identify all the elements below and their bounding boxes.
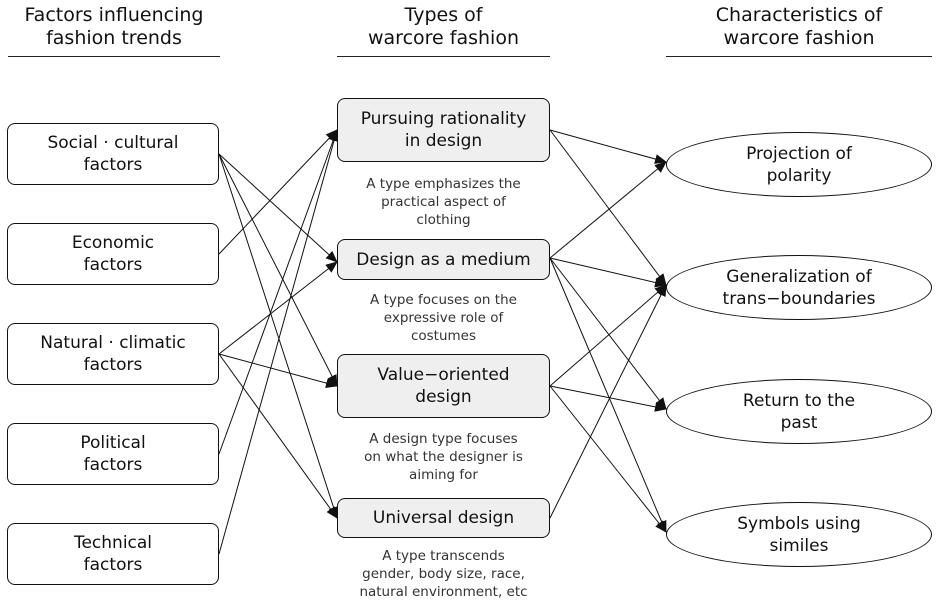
type-description-line: aiming for [409, 467, 478, 483]
type-description-line: natural environment, etc [359, 584, 528, 600]
arrow-factor-to-type [218, 129, 339, 555]
header-factors-rule [8, 56, 220, 57]
characteristic-return-to-past: Return to the past [666, 379, 932, 444]
type-label-line-2: in design [404, 131, 483, 151]
characteristic-label-line-1: Return to the [742, 390, 856, 411]
factor-label-line-2: factors [83, 255, 143, 275]
characteristic-label-line-1: Symbols using [737, 513, 861, 534]
arrow-type-to-characteristic [549, 284, 667, 387]
characteristic-label-line-1: Generalization of [726, 266, 872, 287]
type-description-line: expressive role of [383, 310, 504, 326]
factor-label-line-2: factors [83, 555, 143, 575]
arrow-type-to-characteristic [549, 257, 667, 410]
characteristic-symbols-using-similes: Symbols using similes [666, 502, 932, 567]
arrow-type-to-characteristic [549, 257, 667, 533]
header-factors-line-1: Factors influencing [24, 4, 204, 26]
type-description-pursuing-rationality: A type emphasizes the practical aspect o… [337, 175, 550, 229]
arrow-factor-to-type [218, 153, 338, 387]
type-pursuing-rationality: Pursuing rationality in design [337, 98, 550, 162]
type-design-as-medium: Design as a medium [337, 239, 550, 280]
header-characteristics-rule [666, 56, 932, 57]
type-description-line: gender, body size, race, [362, 566, 525, 582]
factor-political: Political factors [7, 423, 219, 485]
characteristic-label-line-2: trans−boundaries [722, 288, 876, 309]
arrow-factor-to-type [218, 353, 338, 519]
type-description-design-as-medium: A type focuses on the expressive role of… [337, 291, 550, 345]
factor-natural-climatic: Natural · climatic factors [7, 323, 219, 385]
type-label-line-1: Value−oriented [377, 365, 510, 385]
characteristic-label-line-2: past [780, 412, 818, 433]
arrow-type-to-characteristic [549, 257, 667, 288]
type-label-line-1: Design as a medium [356, 249, 531, 270]
type-label-line-2: design [415, 387, 472, 407]
factor-technical: Technical factors [7, 523, 219, 585]
factor-label-line-1: Technical [73, 533, 153, 553]
characteristic-label-line-1: Projection of [746, 143, 852, 164]
header-factors: Factors influencing fashion trends [8, 4, 220, 50]
type-description-line: A type transcends [382, 548, 505, 564]
arrow-factor-to-type [218, 353, 338, 388]
factor-label-line-2: factors [83, 455, 143, 475]
type-description-line: A type focuses on the [370, 292, 517, 308]
header-types: Types of warcore fashion [337, 4, 550, 50]
type-description-value-oriented: A design type focuses on what the design… [337, 430, 550, 484]
type-universal-design: Universal design [337, 498, 550, 538]
arrow-type-to-characteristic [549, 129, 667, 286]
header-types-rule [337, 56, 550, 57]
factor-label-line-1: Political [80, 433, 146, 453]
characteristic-label-line-2: similes [769, 535, 829, 556]
header-characteristics: Characteristics of warcore fashion [666, 4, 932, 50]
header-characteristics-line-1: Characteristics of [715, 4, 883, 26]
type-description-line: costumes [410, 328, 477, 344]
header-factors-line-2: fashion trends [46, 27, 182, 49]
type-description-line: practical aspect of [381, 194, 506, 210]
factor-label-line-1: Economic [71, 233, 155, 253]
type-description-universal-design: A type transcends gender, body size, rac… [337, 547, 550, 601]
type-description-line: on what the designer is [364, 449, 523, 465]
arrow-factor-to-type [218, 129, 338, 455]
factor-social-cultural: Social · cultural factors [7, 123, 219, 185]
type-label-line-1: Universal design [372, 508, 515, 528]
arrow-type-to-characteristic [549, 284, 667, 519]
characteristic-projection-of-polarity: Projection of polarity [666, 132, 932, 197]
type-label-line-1: Pursuing rationality [360, 109, 527, 129]
type-value-oriented: Value−oriented design [337, 354, 550, 418]
header-types-line-1: Types of [404, 4, 483, 26]
header-types-line-2: warcore fashion [368, 27, 519, 49]
characteristic-label-line-2: polarity [766, 165, 832, 186]
arrow-type-to-characteristic [549, 385, 667, 533]
arrow-factor-to-type [218, 261, 338, 355]
type-description-line: A type emphasizes the [366, 176, 521, 192]
arrow-factor-to-type [218, 153, 339, 519]
arrow-factor-to-type [218, 153, 338, 263]
type-description-line: A design type focuses [369, 431, 518, 447]
arrow-type-to-characteristic [549, 161, 667, 259]
arrow-type-to-characteristic [549, 385, 667, 412]
factor-economic: Economic factors [7, 223, 219, 285]
header-characteristics-line-2: warcore fashion [723, 27, 875, 49]
characteristic-generalization: Generalization of trans−boundaries [666, 255, 932, 320]
factor-label-line-1: Social · cultural [47, 133, 179, 153]
factor-label-line-1: Natural · climatic [40, 333, 186, 353]
type-description-line: clothing [416, 212, 471, 228]
factor-label-line-2: factors [83, 155, 143, 175]
arrow-type-to-characteristic [549, 129, 667, 164]
factor-label-line-2: factors [83, 355, 143, 375]
arrow-factor-to-type [218, 129, 338, 255]
